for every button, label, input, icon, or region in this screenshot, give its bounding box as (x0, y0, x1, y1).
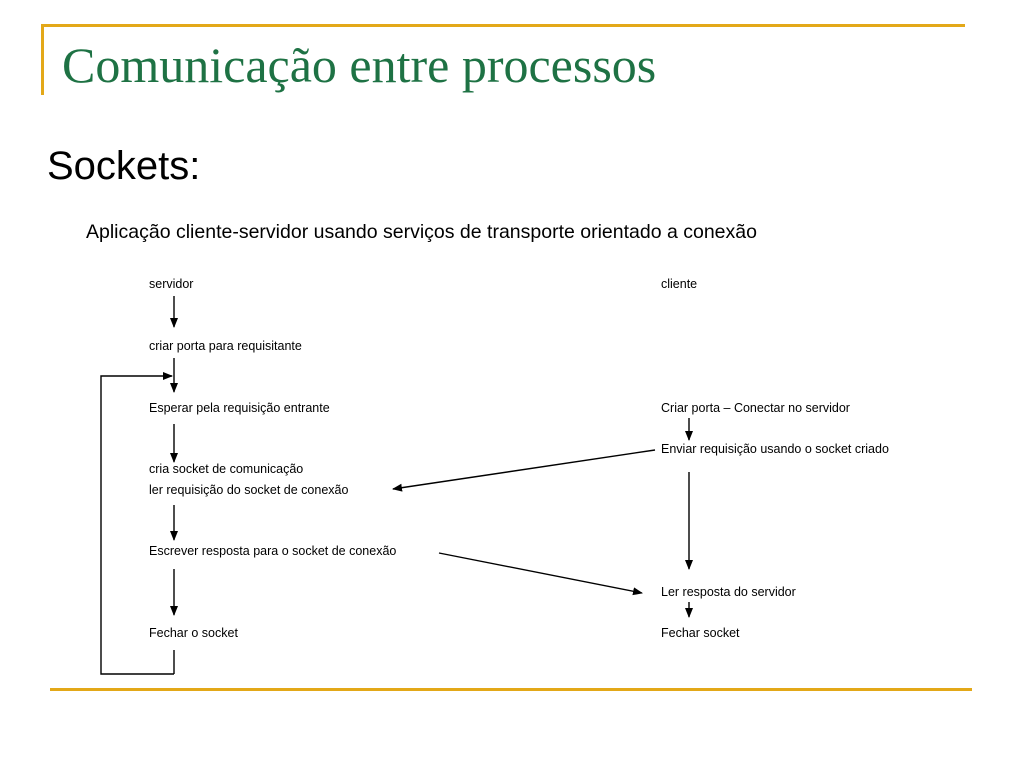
servidor-step-esperar: Esperar pela requisição entrante (149, 401, 330, 415)
servidor-step-fechar: Fechar o socket (149, 626, 238, 640)
arrow-request-to-servidor (392, 449, 656, 492)
slide-subtitle: Sockets: (47, 144, 201, 188)
slide-frame-top-line (43, 24, 965, 27)
servidor-step-cria-socket: cria socket de comunicação (149, 462, 304, 476)
slide-title: Comunicação entre processos (62, 37, 657, 93)
loop-back-arrow (100, 372, 174, 675)
cliente-header: cliente (661, 277, 698, 291)
slide-frame-bottom-line (50, 688, 972, 691)
servidor-header: servidor (149, 277, 194, 291)
cliente-step-enviar: Enviar requisição usando o socket criado (661, 442, 889, 456)
cliente-step-criar-porta: Criar porta – Conectar no servidor (661, 401, 850, 415)
slide-frame-left-line (41, 24, 44, 95)
cliente-step-ler-resposta: Ler resposta do servidor (661, 585, 796, 599)
cliente-step-fechar: Fechar socket (661, 626, 740, 640)
servidor-step-escrever: Escrever resposta para o socket de conex… (149, 544, 397, 558)
diagram-caption: Aplicação cliente-servidor usando serviç… (86, 221, 757, 243)
arrow-response-to-cliente (438, 552, 643, 596)
servidor-step-ler-requisicao: ler requisição do socket de conexão (149, 483, 349, 497)
servidor-step-criar-porta: criar porta para requisitante (149, 339, 302, 353)
